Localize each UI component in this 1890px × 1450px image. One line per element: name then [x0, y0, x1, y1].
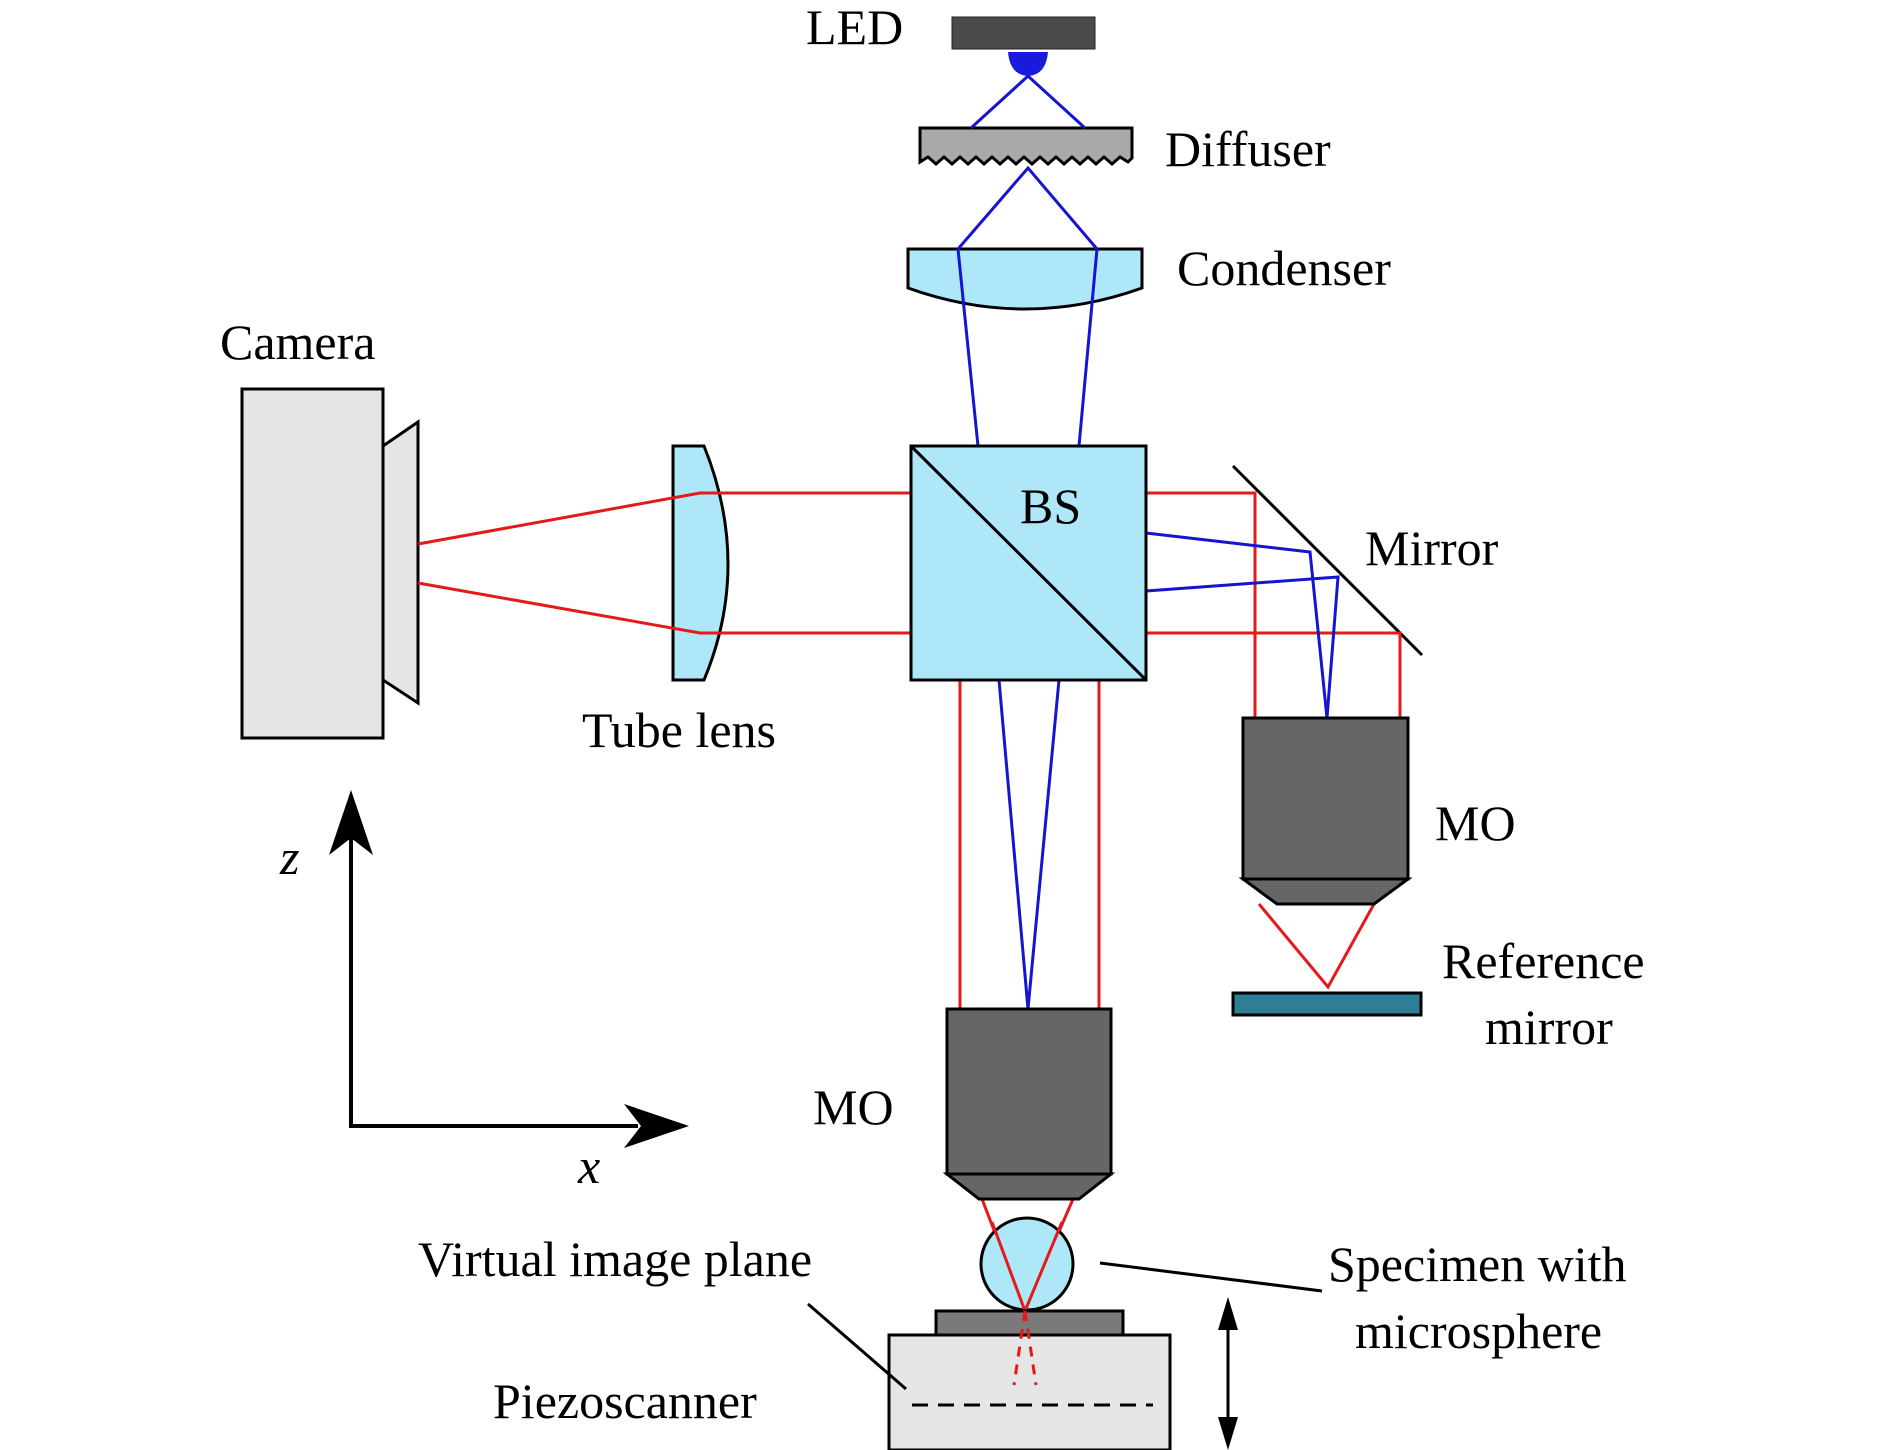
mo-sample-body — [945, 1007, 1113, 1176]
label-reference-mirror-2: mirror — [1485, 999, 1613, 1055]
tube-lens-shape — [671, 444, 730, 682]
piezoscanner-stage — [887, 1333, 1172, 1450]
condenser-shape — [906, 247, 1144, 311]
tube-lens — [671, 444, 730, 682]
label-condenser: Condenser — [1177, 240, 1391, 296]
label-specimen-1: Specimen with — [1328, 1236, 1627, 1292]
label-mo-sample: MO — [813, 1079, 894, 1135]
illumination-rays — [956, 73, 1340, 1010]
label-camera: Camera — [220, 314, 375, 370]
label-axis-x: x — [577, 1138, 600, 1194]
blue-condenser-left — [956, 248, 980, 447]
label-mo-reference: MO — [1435, 795, 1516, 851]
blue-led-to-diffuser — [969, 73, 1087, 130]
label-diffuser: Diffuser — [1165, 121, 1331, 177]
label-virtual-image-plane: Virtual image plane — [418, 1231, 812, 1287]
virtual-plane-leader-line — [807, 1302, 907, 1391]
blue-ref-lower — [1145, 575, 1340, 719]
label-piezoscanner: Piezoscanner — [493, 1373, 757, 1429]
blue-condenser-right — [1077, 248, 1099, 447]
red-ray-ref-top — [1146, 491, 1257, 718]
beam-splitter-diagonal — [909, 444, 1148, 682]
microsphere-rays — [990, 1221, 1064, 1312]
label-tube-lens: Tube lens — [582, 702, 776, 758]
blue-diffuser-to-condenser — [956, 165, 1099, 250]
mo-reference-tip — [1238, 877, 1413, 906]
mo-reference-objective — [1238, 716, 1413, 906]
diffuser — [918, 126, 1134, 166]
mo-reference-body — [1241, 716, 1410, 881]
camera — [240, 387, 420, 740]
beam-splitter — [909, 444, 1148, 682]
fold-mirror — [1231, 464, 1424, 657]
red-ray-ref-bottom — [1146, 631, 1402, 718]
x-axis-arrowhead — [624, 1104, 689, 1148]
mo-sample-tip — [942, 1172, 1116, 1201]
reference-mirror — [1231, 991, 1423, 1017]
axes-lines — [349, 835, 638, 1128]
led-source — [951, 16, 1096, 76]
red-ray-top-left — [417, 491, 911, 546]
camera-body — [240, 387, 385, 740]
mo-sample-objective — [942, 1007, 1116, 1201]
z-axis-arrowhead — [329, 790, 373, 855]
coordinate-axes — [329, 790, 689, 1148]
blue-ref-upper — [1145, 531, 1329, 719]
specimen-leader-line — [1099, 1261, 1323, 1293]
label-led: LED — [806, 0, 903, 55]
virtual-image-rays — [1012, 1310, 1038, 1386]
diffuser-plate — [918, 126, 1134, 166]
led-emitter — [1008, 52, 1048, 76]
red-ray-ref-focus — [1257, 903, 1376, 990]
labels: LED Diffuser Condenser Camera BS Mirror … — [220, 0, 1645, 1429]
specimen-slide — [934, 1309, 1125, 1337]
label-mirror: Mirror — [1365, 520, 1499, 576]
blue-sample-path — [997, 679, 1061, 1010]
scan-direction-arrow — [1218, 1297, 1238, 1450]
imaging-rays — [417, 491, 1402, 1315]
label-specimen-2: microsphere — [1355, 1303, 1602, 1359]
label-axis-z: z — [279, 829, 299, 885]
red-ray-bottom-left — [417, 581, 911, 635]
label-bs: BS — [1020, 478, 1081, 534]
camera-sensor-mount — [381, 419, 420, 706]
label-reference-mirror-1: Reference — [1442, 933, 1645, 989]
led-bar — [951, 16, 1096, 50]
condenser-lens — [906, 247, 1144, 311]
